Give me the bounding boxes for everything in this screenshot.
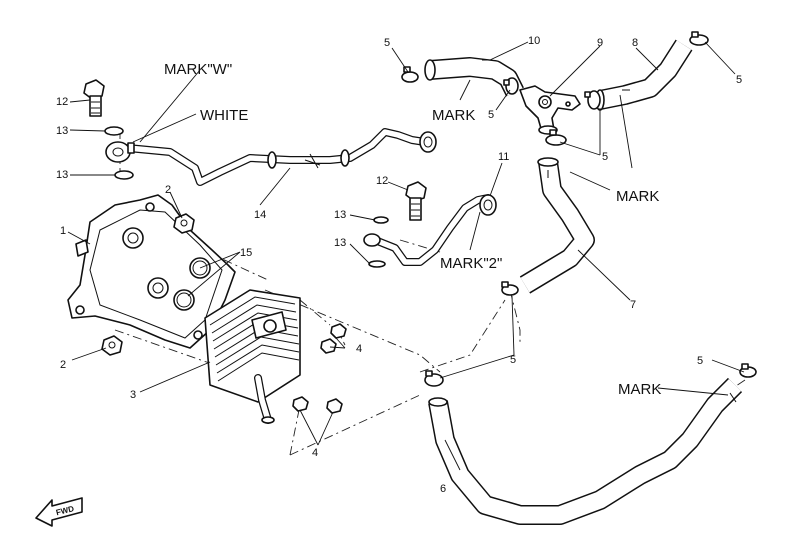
small-bolts (292, 323, 347, 414)
fwd-direction-badge: FWD (35, 497, 83, 527)
callout-5-junction-left: 5 (488, 109, 494, 121)
callout-12-lower: 12 (376, 175, 388, 187)
label-mark-2: MARK"2" (440, 255, 502, 272)
fwd-label: FWD (55, 504, 75, 517)
oil-cooler-core (204, 289, 301, 424)
lower-hose (428, 377, 743, 525)
callout-2-upper: 2 (165, 184, 171, 196)
callout-3: 3 (130, 389, 136, 401)
callout-13-mid: 13 (56, 169, 68, 181)
label-mark-top: MARK (432, 107, 475, 124)
callout-5-lower-right: 5 (697, 355, 703, 367)
callout-5-middle: 5 (510, 354, 516, 366)
label-mark-lower: MARK (618, 381, 661, 398)
upper-hose (424, 57, 524, 97)
callout-6: 6 (440, 483, 446, 495)
callout-5-junction-right: 5 (602, 151, 608, 163)
junction-fitting (519, 85, 581, 135)
callout-5-top-left: 5 (384, 37, 390, 49)
label-mark-middle: MARK (616, 188, 659, 205)
hose-clamps (401, 31, 757, 387)
callout-7: 7 (630, 299, 636, 311)
callout-15: 15 (240, 247, 252, 259)
oil-pipe-banjo (363, 194, 497, 266)
callout-11: 11 (498, 151, 509, 163)
callout-1: 1 (60, 225, 66, 237)
banjo-bolt-lower (368, 181, 427, 268)
leader-lines (67, 41, 745, 471)
label-white: WHITE (200, 107, 248, 124)
callout-9: 9 (597, 37, 603, 49)
callout-8: 8 (632, 37, 638, 49)
callout-5-top-right: 5 (736, 74, 742, 86)
oil-pipe-long (105, 128, 437, 186)
callout-10: 10 (528, 35, 540, 47)
callout-2-lower: 2 (60, 359, 66, 371)
callout-13-lower-b: 13 (334, 237, 346, 249)
callout-4-lower: 4 (312, 447, 318, 459)
label-mark-w: MARK"W" (164, 61, 232, 78)
middle-hose (519, 157, 595, 294)
callout-13-lower-a: 13 (334, 209, 346, 221)
flange-bolts (101, 213, 195, 356)
callout-4-upper: 4 (356, 343, 362, 355)
callout-13-upper: 13 (56, 125, 68, 137)
right-upper-hose (595, 39, 693, 111)
callout-numbers: 1 2 2 3 4 4 5 5 5 5 5 5 5 6 7 8 9 10 11 … (56, 35, 742, 495)
banjo-bolt-upper (83, 79, 134, 180)
callout-14: 14 (254, 209, 266, 221)
callout-12-upper: 12 (56, 96, 68, 108)
marking-labels: MARK"W" WHITE MARK"2" MARK MARK MARK (164, 61, 661, 398)
